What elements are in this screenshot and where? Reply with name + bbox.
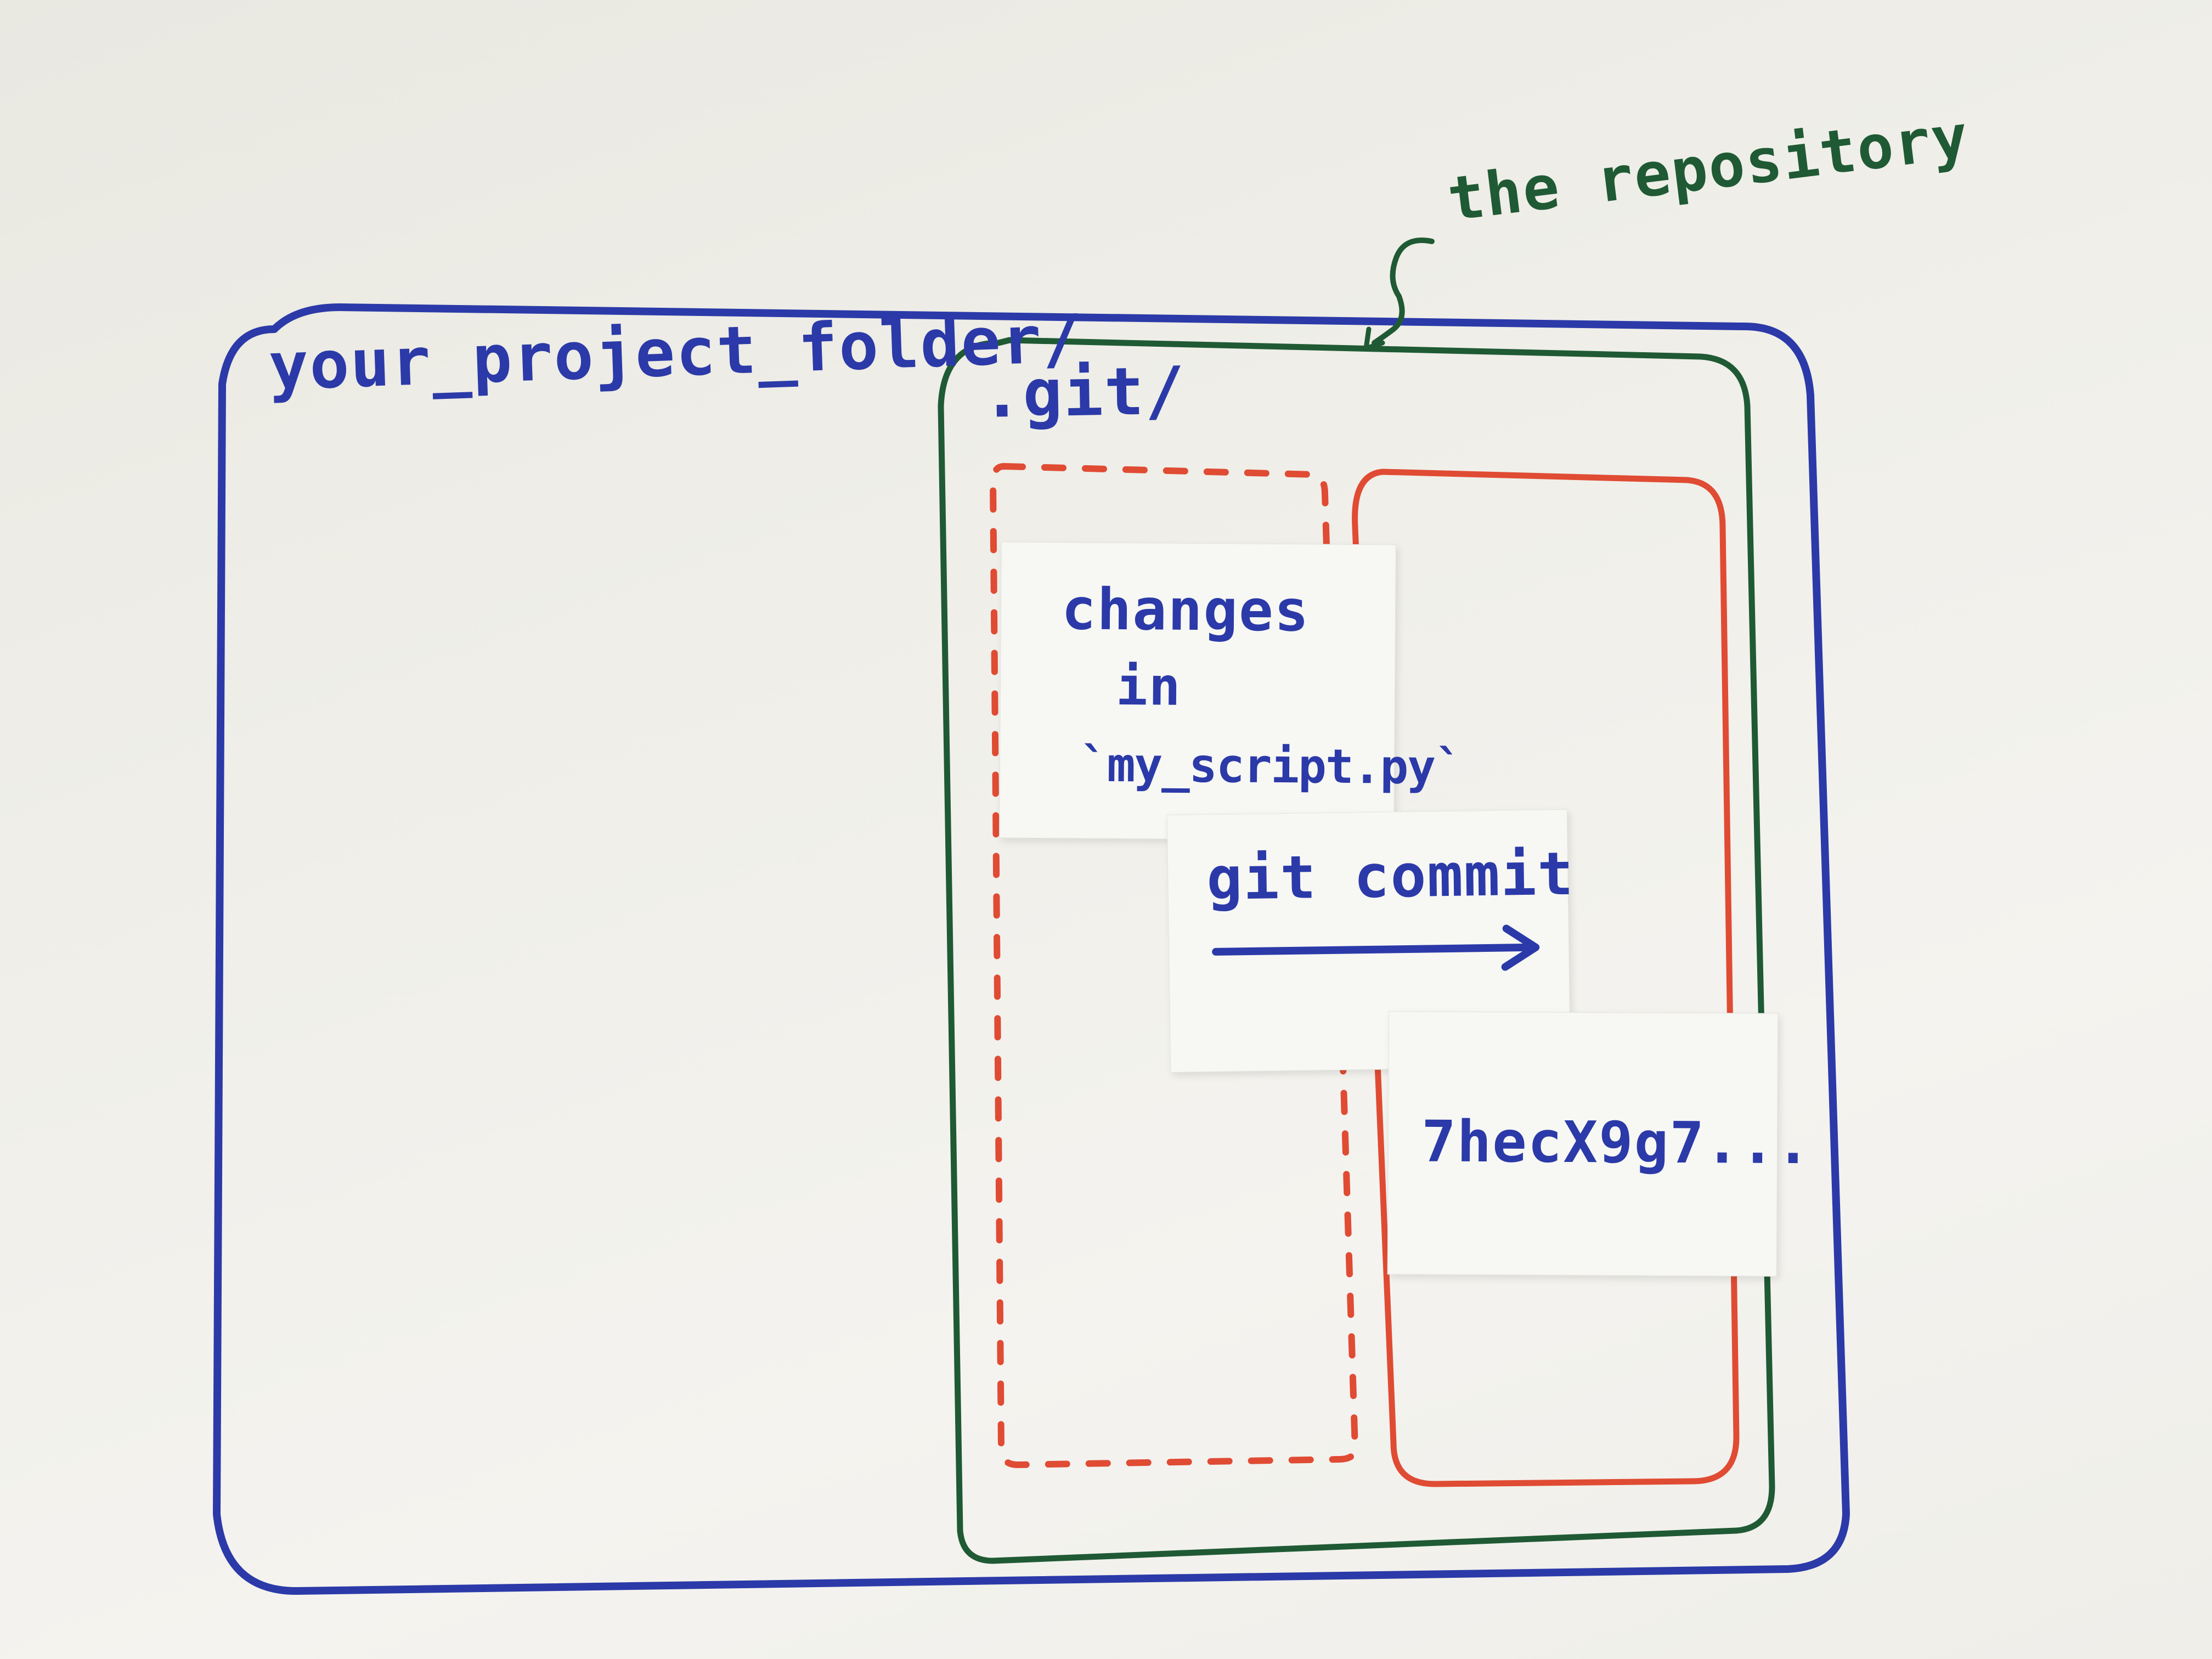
commit-hash-text: 7hecX9g7...: [1421, 1108, 1812, 1177]
changes-note-line-2: in: [1115, 655, 1182, 718]
changes-note-line-1: changes: [1061, 575, 1310, 645]
staging-area-box: [989, 462, 1359, 1469]
commit-note: git commit: [1166, 809, 1575, 1073]
project-folder-box: [213, 303, 1850, 1595]
repository-pointer-tip: [1363, 326, 1385, 351]
commit-arrow: [1212, 924, 1540, 971]
changes-note-line-3: `my_script.py`: [1079, 737, 1463, 795]
hash-note: 7hecX9g7...: [1387, 1011, 1812, 1277]
git-folder-box: [938, 337, 1775, 1564]
commit-history-box: [1352, 469, 1740, 1487]
git-folder-label: .git/: [981, 353, 1187, 433]
changes-note: changes in `my_script.py`: [999, 541, 1462, 841]
repository-pointer: [1372, 238, 1435, 346]
